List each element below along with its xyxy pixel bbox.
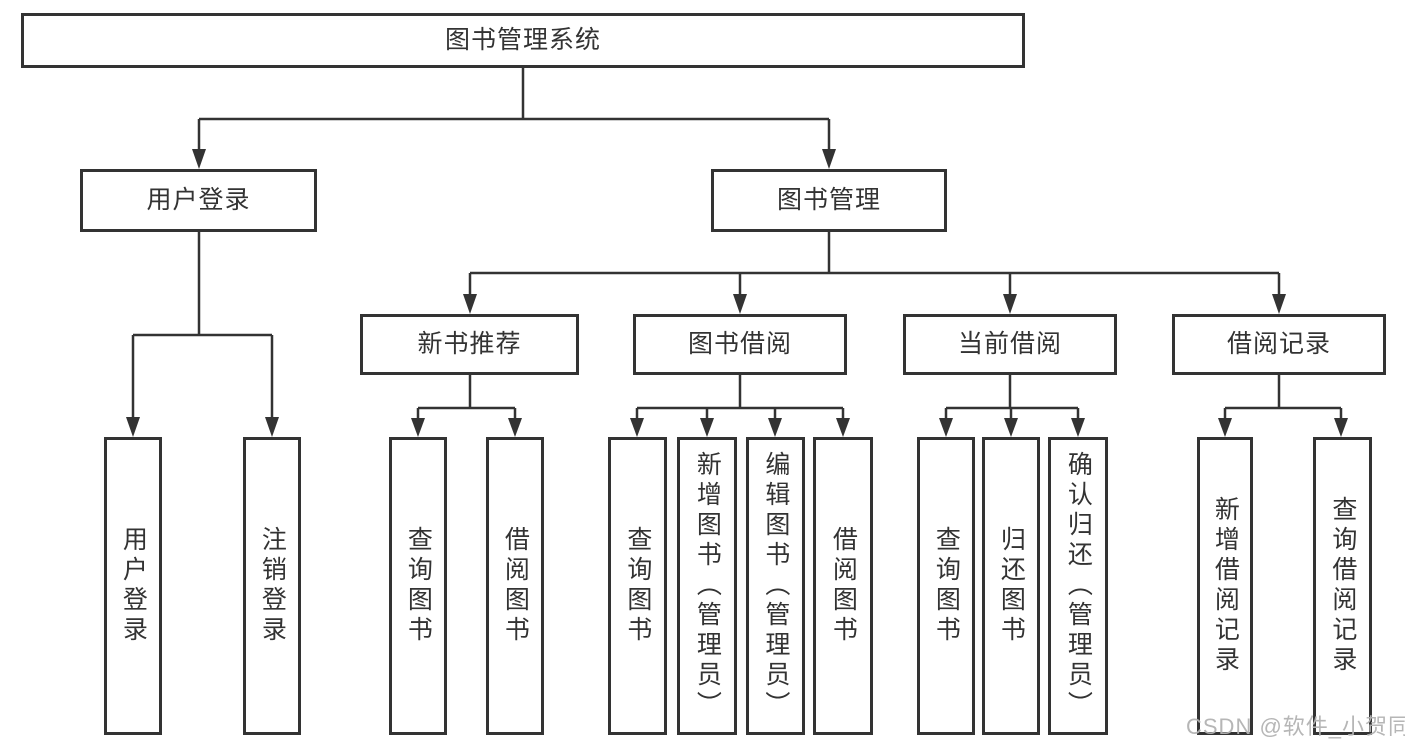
connector-current-borrow-to-leaves: [944, 375, 1080, 420]
arrowheads: [126, 149, 1348, 437]
node-user-login: 用户登录: [80, 169, 317, 232]
connector-new-book-to-leaves: [416, 375, 517, 420]
connector-user-login-to-leaves: [131, 232, 274, 419]
leaf-query-borrow-record: 查询借阅记录: [1313, 437, 1372, 735]
leaf-query-books-current: 查询图书: [917, 437, 975, 735]
node-book-borrowing: 图书借阅: [633, 314, 847, 375]
leaf-add-borrow-record: 新增借阅记录: [1197, 437, 1253, 735]
leaf-edit-book-admin: 编辑图书（管理员）: [746, 437, 805, 735]
node-borrowing-records: 借阅记录: [1172, 314, 1386, 375]
connector-borrow-records-to-leaves: [1223, 375, 1343, 420]
node-new-book-recommendation: 新书推荐: [360, 314, 579, 375]
leaf-borrow-books-recommend: 借阅图书: [486, 437, 544, 735]
leaf-borrow-books: 借阅图书: [813, 437, 873, 735]
leaf-confirm-return-admin: 确认归还（管理员）: [1048, 437, 1108, 735]
csdn-watermark: CSDN @软件_小贺同学: [1186, 714, 1405, 739]
leaf-add-book-admin: 新增图书（管理员）: [677, 437, 737, 735]
leaf-return-books: 归还图书: [982, 437, 1040, 735]
node-current-borrowing: 当前借阅: [903, 314, 1117, 375]
connector-root-to-level2: [197, 68, 831, 151]
connector-book-management-to-level3: [468, 232, 1281, 296]
leaf-user-login: 用户登录: [104, 437, 162, 735]
leaf-query-books-recommend: 查询图书: [389, 437, 447, 735]
node-library-management-system: 图书管理系统: [21, 13, 1025, 68]
leaf-query-books-borrow: 查询图书: [608, 437, 667, 735]
leaf-logout: 注销登录: [243, 437, 301, 735]
connector-book-borrow-to-leaves: [635, 375, 845, 420]
node-book-management: 图书管理: [711, 169, 947, 232]
